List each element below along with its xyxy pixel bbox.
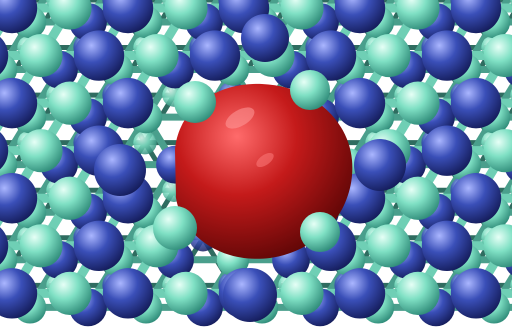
atom-cyan bbox=[48, 271, 92, 315]
atom-cyan bbox=[174, 81, 216, 123]
atom-blue bbox=[0, 227, 9, 265]
atom-cyan bbox=[367, 33, 411, 78]
atom-blue bbox=[0, 36, 9, 75]
atom-cyan bbox=[396, 176, 440, 220]
atom-cyan bbox=[19, 224, 63, 268]
atom-blue bbox=[421, 125, 473, 176]
atom-cyan bbox=[48, 176, 92, 220]
atom-blue bbox=[450, 173, 502, 224]
atom-blue bbox=[241, 14, 289, 62]
atom-blue bbox=[421, 30, 473, 81]
atom-cyan bbox=[135, 33, 179, 78]
atom-blue bbox=[334, 0, 386, 34]
atom-cyan bbox=[483, 224, 512, 268]
atom-cyan bbox=[396, 0, 440, 30]
atom-blue bbox=[450, 0, 502, 34]
atom-cyan bbox=[396, 81, 440, 125]
atom-blue bbox=[102, 77, 154, 129]
atom-cyan bbox=[483, 129, 512, 173]
atom-cyan bbox=[280, 0, 324, 30]
defect-layer bbox=[94, 14, 406, 322]
atom-cyan bbox=[19, 129, 63, 173]
atom-blue bbox=[73, 30, 125, 81]
atom-blue bbox=[0, 173, 38, 224]
defect-highlight bbox=[225, 107, 255, 129]
atom-cyan bbox=[280, 271, 324, 315]
atom-blue bbox=[305, 30, 357, 81]
atom-blue bbox=[73, 220, 125, 271]
atom-cyan bbox=[164, 0, 208, 30]
atom-blue bbox=[354, 139, 406, 191]
atom-cyan bbox=[133, 130, 157, 155]
atom-cyan bbox=[19, 33, 63, 78]
atom-cyan bbox=[153, 206, 197, 250]
atom-blue bbox=[450, 77, 502, 129]
atom-blue bbox=[0, 132, 9, 170]
atom-blue bbox=[450, 268, 502, 319]
atom-blue bbox=[94, 144, 146, 196]
atom-cyan bbox=[48, 81, 92, 125]
atom-blue bbox=[0, 77, 38, 129]
atom-cyan bbox=[48, 0, 92, 30]
atom-blue bbox=[421, 220, 473, 271]
atom-blue bbox=[102, 0, 154, 34]
atom-cyan bbox=[367, 224, 411, 268]
atom-cyan bbox=[290, 70, 330, 110]
defect-sphere bbox=[175, 83, 353, 259]
atom-blue bbox=[0, 0, 38, 34]
atom-blue bbox=[223, 268, 277, 322]
atom-blue bbox=[334, 77, 386, 129]
atom-blue bbox=[0, 268, 38, 319]
atom-cyan bbox=[483, 33, 512, 78]
atom-blue bbox=[102, 268, 154, 319]
atom-cyan bbox=[396, 271, 440, 315]
atom-cyan bbox=[300, 212, 340, 252]
atom-cyan bbox=[164, 271, 208, 315]
atom-blue bbox=[334, 268, 386, 319]
defect-highlight bbox=[256, 152, 274, 168]
atom-blue bbox=[189, 30, 241, 81]
